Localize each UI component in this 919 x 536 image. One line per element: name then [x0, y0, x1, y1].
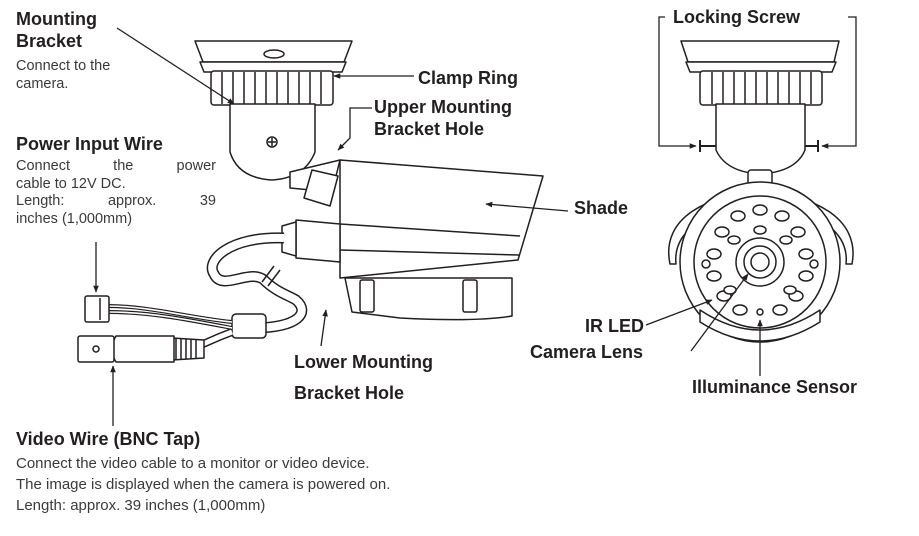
front-view-camera: [667, 40, 854, 343]
locking-screw-label: Locking Screw: [673, 7, 801, 27]
front-bracket-neck: [715, 103, 806, 175]
illuminance-sensor-dot: [756, 308, 764, 316]
power-input-wire-label: Power Input Wire: [16, 134, 163, 154]
mounting-bracket-desc: Connect to the camera.: [16, 58, 111, 92]
power-input-desc: Connect the power cable to 12V DC. Lengt…: [16, 158, 216, 227]
video-wire-desc: Connect the video cable to a monitor or …: [16, 455, 391, 514]
upper-mounting-hole-label: Upper Mounting Bracket Hole: [374, 97, 512, 139]
side-view-camera: [77, 40, 544, 363]
camera-lens-label: Camera Lens: [530, 342, 644, 362]
callout-lines: [93, 16, 857, 426]
shade-label: Shade: [574, 198, 629, 218]
ir-led-ring: [706, 204, 814, 316]
mounting-bracket-label: Mounting Bracket: [16, 9, 97, 51]
clamp-ring: [210, 70, 334, 106]
bnc-boot: [171, 337, 205, 361]
video-wire-label: Video Wire (BNC Tap): [16, 429, 201, 449]
front-clamp-ring: [699, 70, 823, 106]
ir-led-label: IR LED: [585, 316, 645, 336]
camera-housing: [339, 159, 544, 279]
splitter: [231, 313, 267, 339]
lower-mounting-hole-label: Lower Mounting Bracket Hole: [294, 352, 433, 403]
illuminance-sensor-label: Illuminance Sensor: [692, 377, 858, 397]
front-bracket-base: [680, 40, 840, 63]
power-plug: [84, 295, 110, 323]
clamp-ring-label: Clamp Ring: [418, 68, 519, 88]
